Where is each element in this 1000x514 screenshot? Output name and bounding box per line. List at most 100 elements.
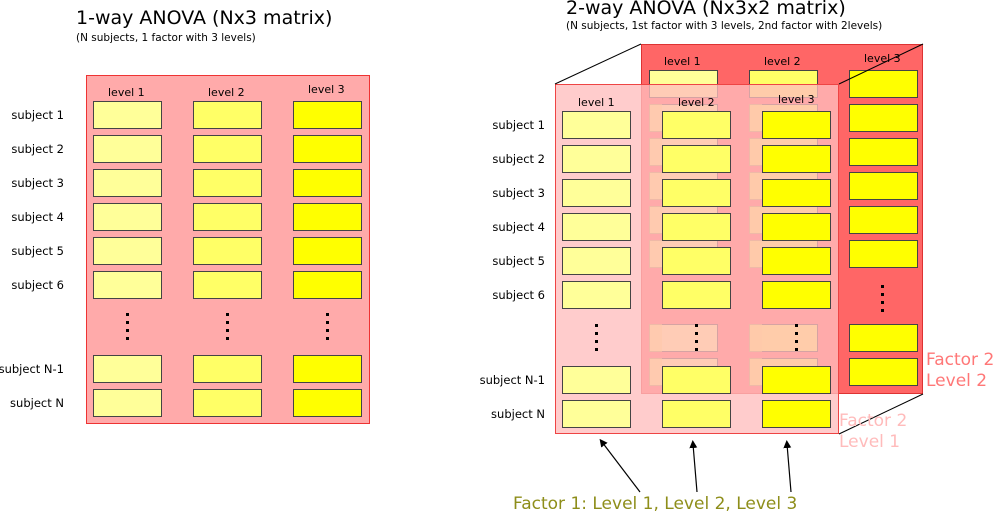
left-subject-label: subject 6 bbox=[11, 278, 64, 292]
left-subject-label: subject 5 bbox=[11, 244, 64, 258]
left-subject-label: subject N bbox=[10, 396, 64, 410]
front-cell-r7-l3 bbox=[762, 366, 831, 394]
front-cell-r6-l1 bbox=[562, 281, 631, 309]
ghost-back-cell bbox=[749, 206, 762, 234]
ghost-back-cell bbox=[749, 104, 762, 132]
front-cell-r5-l1 bbox=[562, 247, 631, 275]
back-level-3-label: level 3 bbox=[864, 52, 901, 65]
back-cell-r6-l3 bbox=[849, 240, 918, 268]
left-cell-r6-l1 bbox=[93, 271, 162, 299]
front-cell-r7-l1 bbox=[562, 366, 631, 394]
left-subject-label: subject 2 bbox=[11, 142, 64, 156]
left-cell-r5-l2 bbox=[193, 237, 262, 265]
left-cell-r3-l1 bbox=[93, 169, 162, 197]
factor2-level1-line2: Level 1 bbox=[839, 432, 901, 452]
right-subject-label: subject 1 bbox=[492, 118, 545, 132]
perspective-line-top-right bbox=[838, 43, 924, 85]
ghost-back-cell bbox=[649, 172, 662, 200]
factor2-level1-label: Factor 2 Level 1 bbox=[839, 411, 907, 453]
front-cell-r4-l2 bbox=[662, 213, 731, 241]
factor2-level2-label: Factor 2 Level 2 bbox=[926, 350, 994, 392]
left-cell-r2-l2 bbox=[193, 135, 262, 163]
right-subtitle: (N subjects, 1st factor with 3 levels, 2… bbox=[566, 20, 883, 32]
right-subject-label: subject N bbox=[491, 407, 545, 421]
front-cell-r4-l1 bbox=[562, 213, 631, 241]
front-cell-r4-l3 bbox=[762, 213, 831, 241]
left-cell-r5-l3 bbox=[293, 237, 362, 265]
left-cell-r8-l3 bbox=[293, 389, 362, 417]
left-ellipsis-level-1 bbox=[125, 313, 131, 345]
front-level-2-label: level 2 bbox=[678, 96, 715, 109]
left-cell-r7-l3 bbox=[293, 355, 362, 383]
left-cell-r3-l2 bbox=[193, 169, 262, 197]
perspective-line-bottom-right bbox=[838, 393, 924, 435]
factor1-arrow-level-2 bbox=[689, 440, 698, 493]
left-cell-r6-l3 bbox=[293, 271, 362, 299]
left-level-1-label: level 1 bbox=[108, 86, 145, 99]
left-cell-r2-l1 bbox=[93, 135, 162, 163]
ghost-back-cell bbox=[649, 104, 662, 132]
back-cell-r1-l3 bbox=[849, 70, 918, 98]
back-cell-r5-l3 bbox=[849, 206, 918, 234]
front-level-1-label: level 1 bbox=[578, 96, 615, 109]
factor2-level1-line1: Factor 2 bbox=[839, 411, 908, 431]
front-cell-r5-l2 bbox=[662, 247, 731, 275]
left-cell-r1-l3 bbox=[293, 101, 362, 129]
front-cell-r1-l1 bbox=[562, 111, 631, 139]
right-subject-label: subject 5 bbox=[492, 254, 545, 268]
left-ellipsis-level-3 bbox=[325, 313, 331, 345]
back-level-1-label: level 1 bbox=[664, 55, 701, 68]
front-level-3-label: level 3 bbox=[778, 93, 815, 106]
back-cell-r7-l3 bbox=[849, 324, 918, 352]
front-cell-r8-l3 bbox=[762, 400, 831, 428]
ghost-back-cell bbox=[649, 206, 662, 234]
factor2-level2-line1: Factor 2 bbox=[926, 350, 995, 370]
right-subject-label: subject N-1 bbox=[479, 373, 545, 387]
left-subject-label: subject 1 bbox=[11, 108, 64, 122]
left-cell-r8-l1 bbox=[93, 389, 162, 417]
ghost-back-cell bbox=[749, 172, 762, 200]
right-subject-label: subject 2 bbox=[492, 152, 545, 166]
front-cell-r6-l3 bbox=[762, 281, 831, 309]
right-subject-label: subject 4 bbox=[492, 220, 545, 234]
ghost-back-cell bbox=[649, 324, 662, 352]
front-cell-r7-l2 bbox=[662, 366, 731, 394]
ghost-back-cell bbox=[649, 240, 662, 268]
front-ellipsis-level-3 bbox=[794, 324, 800, 356]
front-cell-r8-l1 bbox=[562, 400, 631, 428]
front-cell-r3-l3 bbox=[762, 179, 831, 207]
front-cell-r5-l3 bbox=[762, 247, 831, 275]
front-cell-r2-l3 bbox=[762, 145, 831, 173]
left-cell-r1-l1 bbox=[93, 101, 162, 129]
perspective-line-top-left bbox=[554, 43, 642, 85]
ghost-back-cell bbox=[749, 324, 762, 352]
back-cell-r8-l3 bbox=[849, 358, 918, 386]
left-level-2-label: level 2 bbox=[208, 86, 245, 99]
left-cell-r6-l2 bbox=[193, 271, 262, 299]
front-cell-r3-l1 bbox=[562, 179, 631, 207]
factor1-arrow-level-1 bbox=[599, 438, 641, 493]
front-ellipsis-level-2 bbox=[694, 324, 700, 356]
back-cell-r4-l3 bbox=[849, 172, 918, 200]
front-cell-r6-l2 bbox=[662, 281, 731, 309]
back-ellipsis-level-3 bbox=[880, 285, 886, 317]
left-cell-r5-l1 bbox=[93, 237, 162, 265]
left-cell-r4-l2 bbox=[193, 203, 262, 231]
left-cell-r4-l3 bbox=[293, 203, 362, 231]
ghost-back-cell bbox=[649, 138, 662, 166]
factor1-label: Factor 1: Level 1, Level 2, Level 3 bbox=[513, 494, 798, 514]
front-cell-r3-l2 bbox=[662, 179, 731, 207]
front-cell-r1-l3 bbox=[762, 111, 831, 139]
right-subject-label: subject 6 bbox=[492, 288, 545, 302]
right-subject-label: subject 3 bbox=[492, 186, 545, 200]
left-subtitle: (N subjects, 1 factor with 3 levels) bbox=[76, 32, 256, 44]
right-title: 2-way ANOVA (Nx3x2 matrix) bbox=[566, 0, 846, 19]
back-cell-r2-l3 bbox=[849, 104, 918, 132]
left-subject-label: subject 4 bbox=[11, 210, 64, 224]
left-cell-r4-l1 bbox=[93, 203, 162, 231]
left-cell-r7-l1 bbox=[93, 355, 162, 383]
front-ellipsis-level-1 bbox=[594, 324, 600, 356]
front-cell-r8-l2 bbox=[662, 400, 731, 428]
ghost-back-cell bbox=[749, 138, 762, 166]
